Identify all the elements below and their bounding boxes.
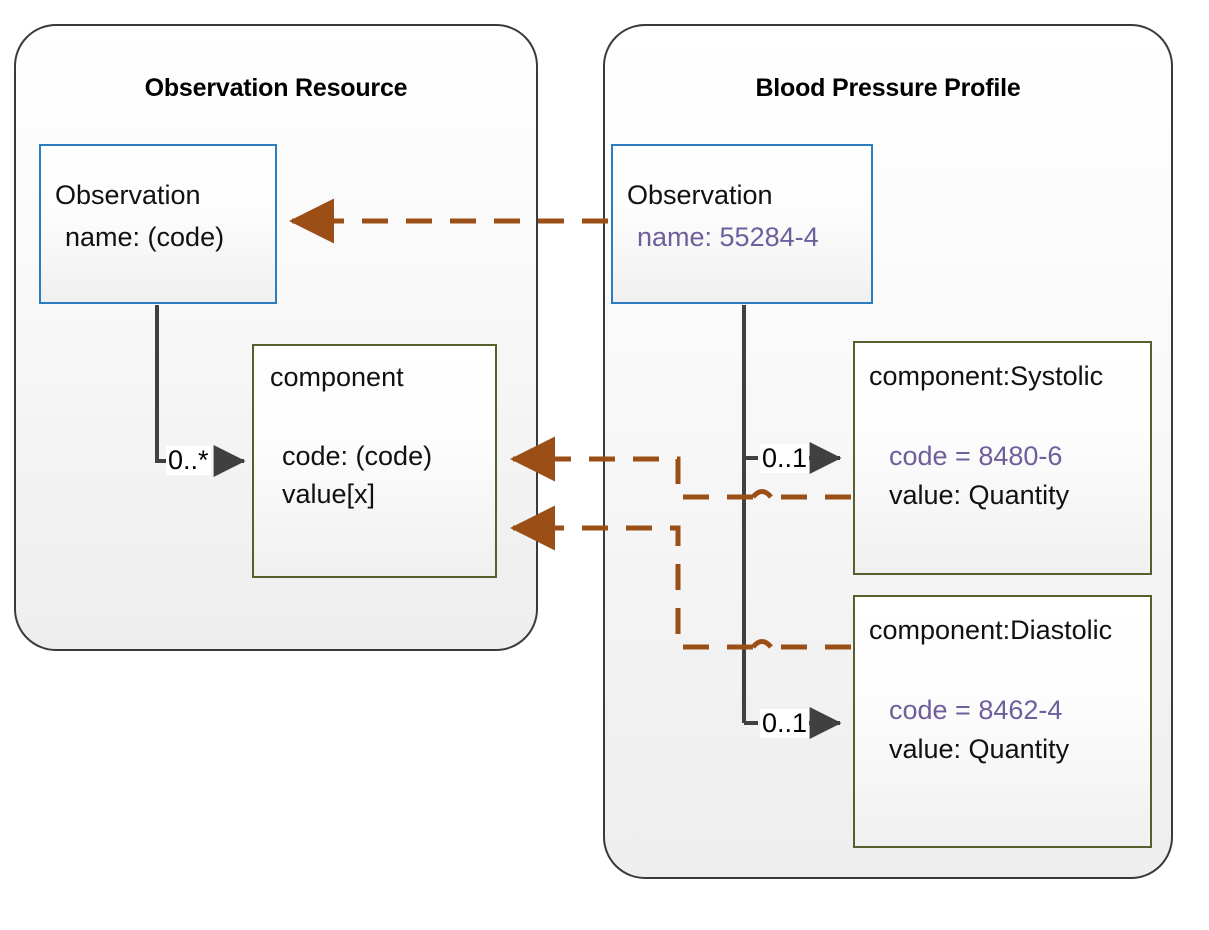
observation-base-name: Observation	[55, 180, 201, 210]
component-base-attr-code: code: (code)	[282, 441, 433, 471]
package-title-blood-pressure-profile: Blood Pressure Profile	[755, 74, 1021, 102]
class-box-observation-bp[interactable]: Observation name: 55284-4	[611, 144, 873, 304]
multiplicity-diastolic: 0..1	[760, 708, 810, 738]
class-box-component-diastolic[interactable]: component:Diastolic code = 8462-4 value:…	[853, 595, 1152, 848]
multiplicity-systolic: 0..1	[760, 443, 810, 473]
component-diastolic-name: component:Diastolic	[869, 615, 1113, 645]
multiplicity-component-base: 0..*	[166, 445, 211, 475]
observation-bp-attr-name: name: 55284-4	[637, 222, 819, 252]
component-diastolic-attr-code: code = 8462-4	[889, 695, 1063, 725]
class-box-component-systolic[interactable]: component:Systolic code = 8480-6 value: …	[853, 341, 1152, 575]
component-systolic-attr-value: value: Quantity	[889, 480, 1070, 510]
observation-base-attr-name: name: (code)	[65, 222, 225, 252]
component-base-name: component	[270, 362, 404, 392]
package-title-observation-resource: Observation Resource	[144, 74, 408, 102]
observation-bp-name: Observation	[627, 180, 773, 210]
component-diastolic-attr-value: value: Quantity	[889, 734, 1070, 764]
component-base-attr-value: value[x]	[282, 479, 376, 509]
component-systolic-name: component:Systolic	[869, 361, 1104, 391]
class-box-component-base[interactable]: component code: (code) value[x]	[252, 344, 497, 578]
component-systolic-attr-code: code = 8480-6	[889, 441, 1063, 471]
class-box-observation-base[interactable]: Observation name: (code)	[39, 144, 277, 304]
